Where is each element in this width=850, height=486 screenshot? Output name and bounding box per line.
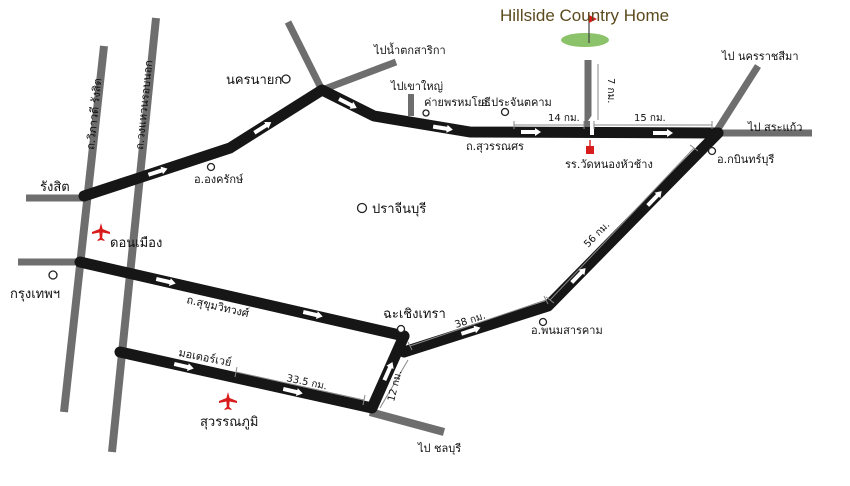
town-circle-icon: [281, 74, 291, 84]
arrow-rangsit-1: [147, 166, 168, 177]
arrow-motorway-1: [173, 362, 194, 372]
distance-14km: 14 กม.: [548, 113, 580, 124]
town-circle-icon: [206, 162, 216, 172]
route-rangsit-nakhon-nayok: [78, 84, 724, 202]
arrow-suwannasorn-2: [521, 128, 541, 136]
town-circle-icon: [538, 317, 548, 327]
distance-7km: 7 กม.: [605, 78, 616, 103]
arrow-sukhumvit-2: [302, 310, 323, 320]
label-suwannasorn-road: ถ.สุวรรณศร: [466, 140, 524, 153]
label-suvarnabhumi: สุวรรณภูมิ: [200, 415, 258, 430]
arrow-motorway-3: [382, 361, 394, 382]
direction-arrows: [147, 97, 673, 397]
label-phanom-sarakham: อ.พนมสารคาม: [531, 324, 603, 337]
route-motorway-loop: [114, 330, 410, 414]
ring-road: [108, 17, 160, 453]
label-rangsit: รังสิต: [40, 180, 70, 195]
arrow-rangsit-2: [253, 121, 272, 135]
town-circle-icon: [707, 146, 717, 156]
distance-markers: [234, 64, 713, 409]
main-roads: [74, 84, 724, 414]
route-sukhumvit: [74, 256, 410, 342]
town-markers: [48, 74, 717, 334]
town-circle-icon: [500, 107, 510, 117]
arrow-kabin-2: [646, 191, 662, 207]
label-bangkok: กรุงเทพฯ: [10, 287, 60, 302]
road-to-namtok-sarika: [320, 58, 398, 94]
measure-33-5km: [235, 371, 365, 401]
road-to-chonburi: [368, 408, 446, 436]
label-kabin-buri: อ.กบินทร์บุรี: [717, 153, 774, 166]
arrow-hillside-turn: [588, 115, 596, 135]
label-prachantakham: อ.ประจันตคาม: [481, 96, 552, 109]
label-ongkharak: อ.องครักษ์: [194, 173, 244, 186]
measure-56km: [549, 147, 695, 301]
map-title: Hillside Country Home: [500, 6, 669, 25]
arrow-kabin-1: [570, 268, 586, 284]
school-marker-icon: [586, 140, 594, 154]
label-to-nakhon-ratchasima: ไป นครราชสีมา: [721, 50, 799, 63]
arrow-chachoengsao-1: [460, 325, 481, 336]
road-north-nakhon-nayok: [284, 20, 326, 92]
label-camp: ค่ายพรหมโยธี: [424, 95, 491, 109]
airplane-icon: [219, 392, 237, 410]
arrow-sukhumvit-1: [155, 277, 176, 287]
side-roads: [18, 17, 812, 453]
label-to-namtok-sarika: ไปน้ำตกสาริกา: [373, 42, 446, 57]
vibhavadi-road: [60, 45, 108, 413]
label-don-mueang: ดอนเมือง: [110, 235, 162, 251]
label-chachoengsao: ฉะเชิงเทรา: [383, 307, 446, 322]
road-to-nakhon-ratchasima: [713, 64, 761, 134]
label-nakhon-nayok: นครนายก: [226, 73, 282, 88]
label-school: รร.วัดหนองหัวช้าง: [565, 158, 653, 171]
arrow-suwannasorn-3: [653, 129, 673, 137]
arrow-nakhon-nayok-1: [338, 97, 357, 109]
label-to-chonburi: ไป ชลบุรี: [417, 442, 461, 455]
measure-12km: [379, 359, 409, 409]
arrow-suwannasorn-1: [432, 124, 453, 133]
measure-38km: [409, 299, 547, 347]
town-circle-icon: [422, 109, 430, 117]
town-circle-icon: [48, 270, 58, 280]
airplane-icon: [92, 223, 110, 241]
town-circle-icon: [356, 202, 368, 214]
label-vibhavadi-road: ถ.วิภาวดี รังสิต: [84, 78, 104, 151]
label-prachinburi: ปราจีนบุรี: [372, 201, 426, 217]
label-ring-road: ถ.วงแหวนรอบนอก: [133, 59, 155, 150]
arrow-motorway-2: [282, 387, 303, 397]
route-chachoengsao-kabin-buri: [398, 127, 724, 358]
label-to-khao-yai: ไปเขาใหญ่: [390, 80, 443, 93]
golf-flag-icon: [561, 15, 609, 47]
label-to-sa-kaeo: ไป สระแก้ว: [747, 121, 802, 134]
distance-15km: 15 กม.: [634, 113, 666, 124]
town-circle-icon: [396, 324, 406, 334]
